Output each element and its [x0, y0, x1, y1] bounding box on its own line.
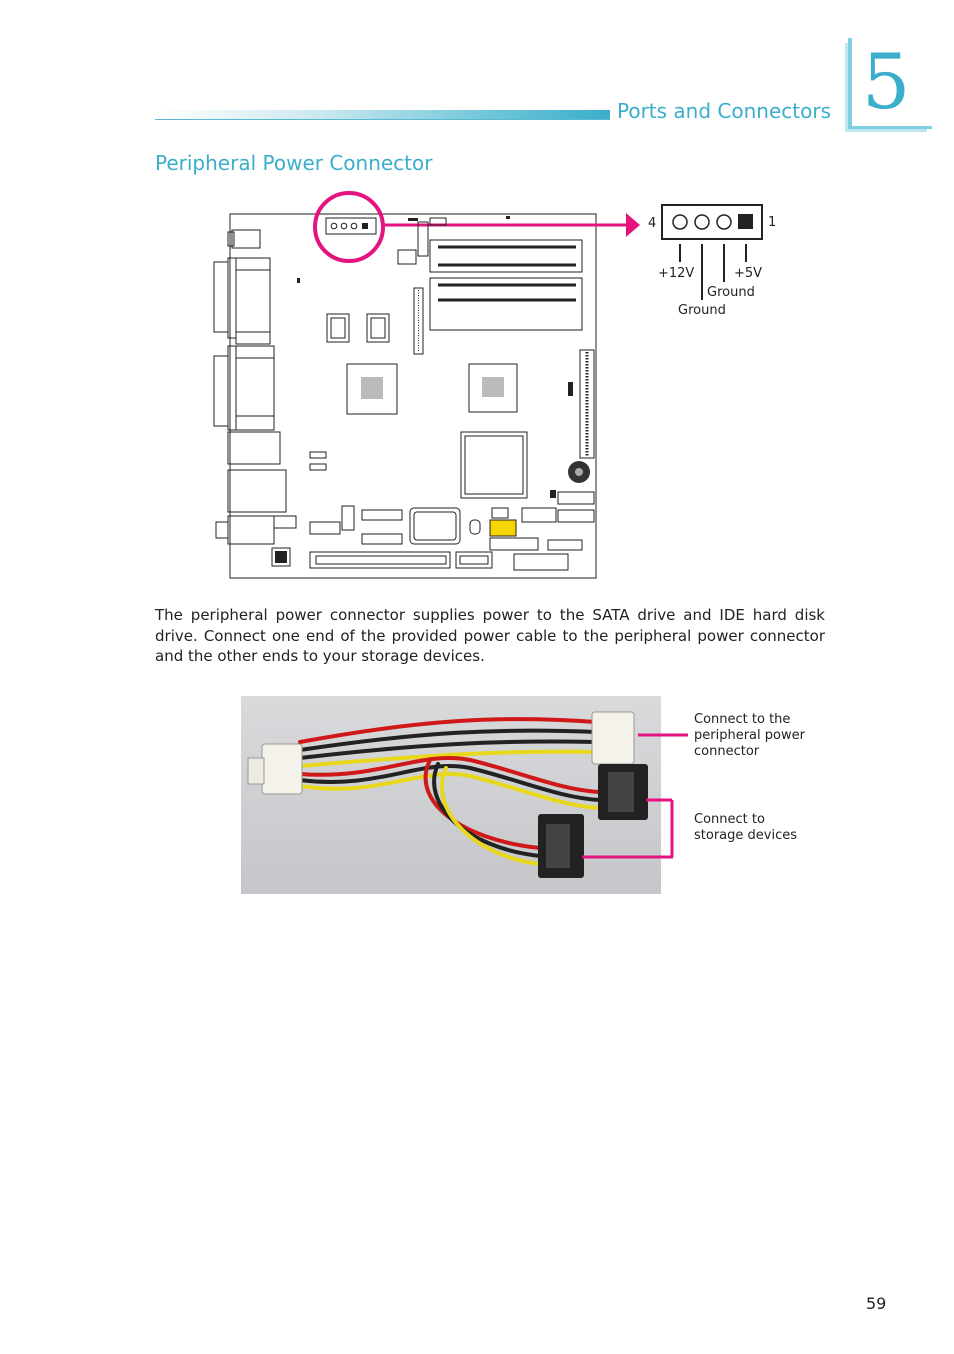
board-diagram: 4 1 +12V +5V Ground Ground	[213, 191, 776, 579]
page-number: 59	[866, 1294, 887, 1313]
pin-label-1: 1	[768, 215, 776, 230]
pin-label-4: 4	[648, 216, 656, 231]
callout-peripheral-text: Connect to the peripheral power connecto…	[694, 712, 809, 759]
callout-bottom-line-2: storage devices	[694, 828, 797, 843]
highlight-circle	[313, 191, 385, 263]
callout-bottom-line-1: Connect to	[694, 812, 765, 827]
pin-12v-label: +12V	[658, 266, 694, 281]
pin-5v-label: +5V	[734, 266, 762, 281]
board-outline	[229, 213, 597, 579]
callout-top-line-2: peripheral power	[694, 728, 806, 743]
header-gradient-bar	[155, 110, 610, 120]
body-paragraph: The peripheral power connector supplies …	[155, 606, 825, 665]
pin-ground-label-b: Ground	[678, 303, 726, 318]
chapter-number: 5	[862, 37, 911, 126]
header-rule	[155, 119, 610, 120]
chapter-tab	[848, 38, 932, 129]
callout-top-line-3: connector	[694, 744, 760, 759]
cable-figure: Connect to the peripheral power connecto…	[241, 696, 809, 894]
section-title: Ports and Connectors	[617, 99, 831, 123]
cable-photo	[241, 696, 661, 894]
callout-storage-text: Connect to storage devices	[694, 812, 797, 843]
pin-ground-label-a: Ground	[707, 285, 755, 300]
page-title: Peripheral Power Connector	[155, 151, 433, 175]
callout-arrow	[626, 213, 640, 237]
callout-top-line-1: Connect to the	[694, 712, 790, 727]
